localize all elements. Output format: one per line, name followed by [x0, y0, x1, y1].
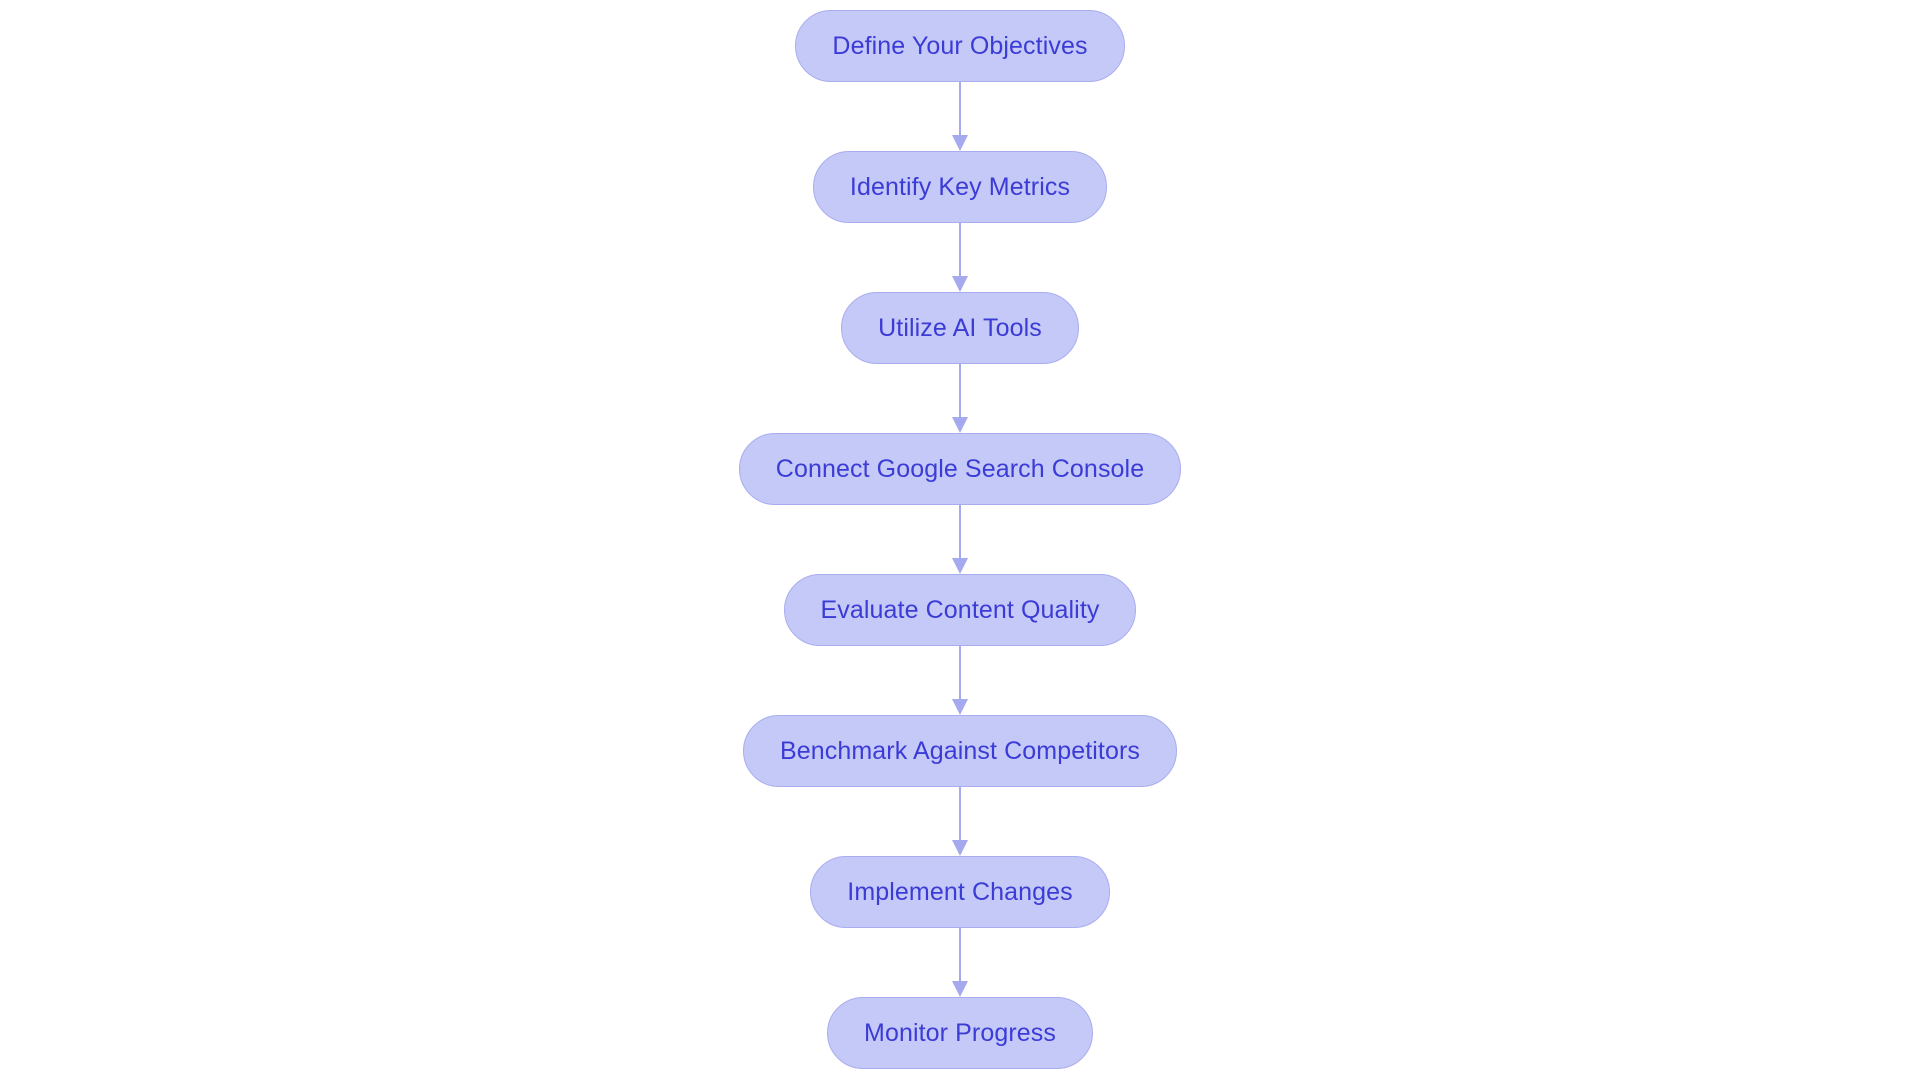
flowchart-edge-n4-n5: [952, 505, 968, 574]
flowchart-node-label: Utilize AI Tools: [878, 313, 1042, 342]
flowchart-node-label: Benchmark Against Competitors: [779, 736, 1140, 765]
flowchart-node-label: Define Your Objectives: [832, 31, 1088, 60]
edge-line: [959, 505, 961, 559]
flowchart-edge-n5-n6: [952, 646, 968, 715]
edge-line: [959, 82, 961, 136]
flowchart-edge-n1-n2: [952, 82, 968, 151]
flowchart-node-connect-google-search-console[interactable]: Connect Google Search Console: [738, 433, 1182, 505]
arrowhead-down-icon: [952, 417, 968, 433]
flowchart-edge-n3-n4: [952, 364, 968, 433]
flowchart-node-chain: Define Your Objectives Identify Key Metr…: [0, 10, 1920, 1069]
flowchart-node-benchmark-against-competitors[interactable]: Benchmark Against Competitors: [742, 715, 1177, 787]
flowchart-edge-n6-n7: [952, 787, 968, 856]
edge-line: [959, 364, 961, 418]
arrowhead-down-icon: [952, 981, 968, 997]
flowchart-node-define-your-objectives[interactable]: Define Your Objectives: [795, 10, 1125, 82]
flowchart-node-label: Monitor Progress: [864, 1018, 1056, 1047]
arrowhead-down-icon: [952, 135, 968, 151]
edge-line: [959, 646, 961, 700]
edge-line: [959, 928, 961, 982]
arrowhead-down-icon: [952, 699, 968, 715]
flowchart-node-monitor-progress[interactable]: Monitor Progress: [827, 997, 1093, 1069]
flowchart-node-utilize-ai-tools[interactable]: Utilize AI Tools: [841, 292, 1079, 364]
flowchart-node-evaluate-content-quality[interactable]: Evaluate Content Quality: [783, 574, 1137, 646]
flowchart-node-label: Implement Changes: [847, 877, 1073, 906]
edge-line: [959, 223, 961, 277]
arrowhead-down-icon: [952, 276, 968, 292]
flowchart-node-identify-key-metrics[interactable]: Identify Key Metrics: [812, 151, 1108, 223]
flowchart-node-implement-changes[interactable]: Implement Changes: [810, 856, 1110, 928]
flowchart-edge-n2-n3: [952, 223, 968, 292]
edge-line: [959, 787, 961, 841]
flowchart-edge-n7-n8: [952, 928, 968, 997]
arrowhead-down-icon: [952, 840, 968, 856]
flowchart-node-label: Evaluate Content Quality: [820, 595, 1100, 624]
flowchart-node-label: Connect Google Search Console: [775, 454, 1145, 483]
arrowhead-down-icon: [952, 558, 968, 574]
flowchart-node-label: Identify Key Metrics: [849, 172, 1071, 201]
